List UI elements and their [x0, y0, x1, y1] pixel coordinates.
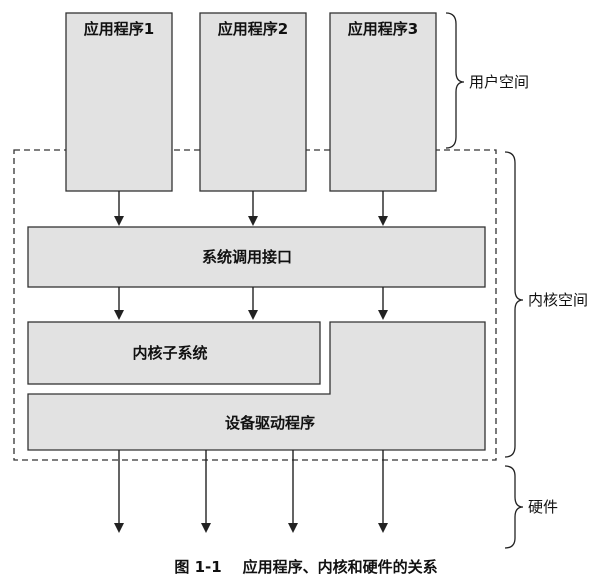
device-driver-label: 设备驱动程序 — [225, 414, 315, 432]
user-space-label: 用户空间 — [469, 73, 529, 91]
app-box-3 — [329, 12, 437, 192]
arrow-driver-to-hardware-4 — [378, 450, 388, 533]
kernel-subsystem-label: 内核子系统 — [132, 344, 207, 362]
hardware-label: 硬件 — [528, 498, 558, 516]
app-label-2: 应用程序2 — [218, 20, 288, 38]
arrow-syscall-to-subsystem-right — [248, 287, 258, 320]
syscall-interface-label: 系统调用接口 — [202, 248, 292, 266]
app-label-3: 应用程序3 — [348, 20, 418, 38]
arrow-app2-to-syscall — [248, 191, 258, 226]
arrow-driver-to-hardware-1 — [114, 450, 124, 533]
syscall-interface-box — [27, 226, 486, 288]
arrow-syscall-to-driver — [378, 287, 388, 320]
arrow-app3-to-syscall — [378, 191, 388, 226]
user-space-brace — [445, 12, 465, 149]
app-box-2 — [199, 12, 307, 192]
app-box-1 — [65, 12, 173, 192]
arrow-driver-to-hardware-3 — [288, 450, 298, 533]
kernel-subsystem-box — [27, 321, 321, 385]
arrow-driver-to-hardware-2 — [201, 450, 211, 533]
arrow-syscall-to-subsystem-left — [114, 287, 124, 320]
arrow-app1-to-syscall — [114, 191, 124, 226]
hardware-brace — [504, 465, 524, 549]
kernel-space-brace — [504, 151, 524, 458]
device-driver-box — [27, 321, 486, 451]
app-label-1: 应用程序1 — [84, 20, 154, 38]
kernel-space-label: 内核空间 — [528, 291, 588, 309]
figure-caption: 图 1-1 应用程序、内核和硬件的关系 — [174, 558, 437, 576]
